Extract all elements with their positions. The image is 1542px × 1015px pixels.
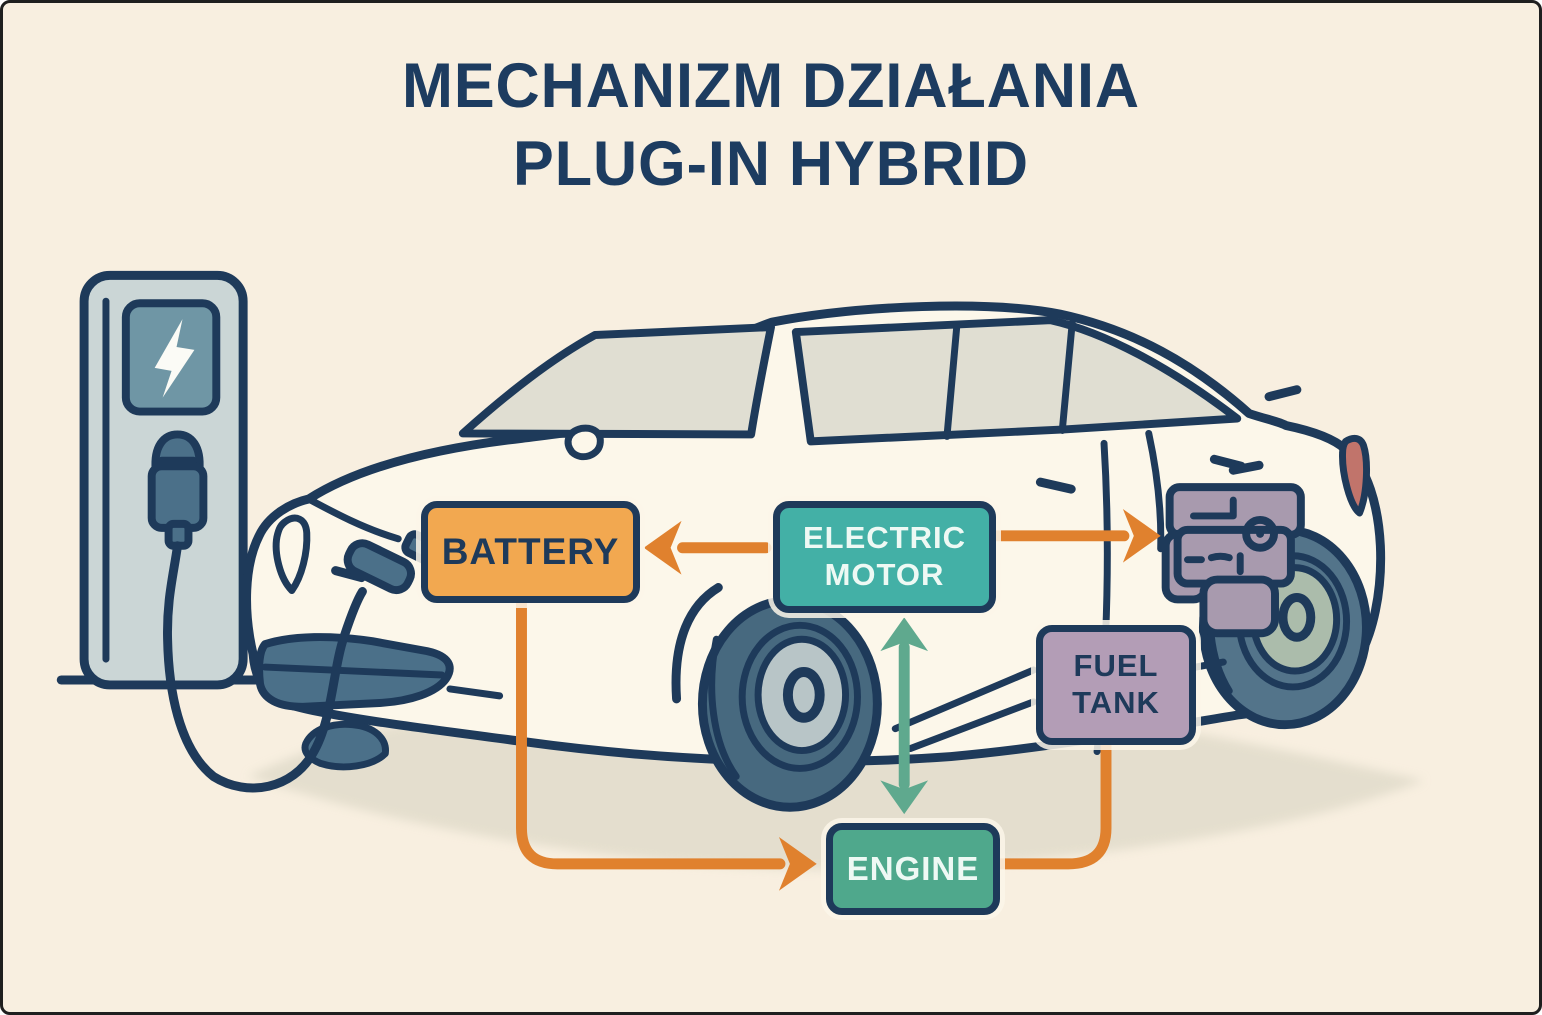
- node-fuel-tank-line1: FUEL: [1073, 648, 1159, 684]
- arrow-motor-to-wheels: [988, 508, 1161, 563]
- node-electric-motor: ELECTRIC MOTOR: [773, 501, 996, 613]
- station-plug-holster: [147, 430, 208, 550]
- title-line-2: PLUG-IN HYBRID: [512, 129, 1030, 200]
- node-electric-motor-line1: ELECTRIC: [803, 520, 966, 556]
- page-title: MECHANIZM DZIAŁANIA PLUG-IN HYBRID: [26, 47, 1516, 203]
- node-battery-label: BATTERY: [441, 531, 620, 572]
- hood-crease: [305, 495, 402, 543]
- lightning-icon: [154, 319, 195, 398]
- node-engine-label: ENGINE: [846, 850, 980, 887]
- node-battery: BATTERY: [421, 501, 640, 603]
- title-line-1: MECHANIZM DZIAŁANIA: [401, 51, 1141, 121]
- door-handles: [331, 385, 1302, 583]
- front-wheel-arch: [671, 583, 723, 704]
- arrow-motor-to-battery: [643, 520, 772, 575]
- node-fuel-tank-line2: TANK: [1072, 685, 1160, 720]
- charging-station: [56, 270, 343, 690]
- arrow-battery-to-engine: [516, 594, 817, 891]
- window-pillar-lines: [943, 319, 1076, 440]
- headlight: [272, 514, 311, 594]
- battery-pack-illustration: [255, 633, 504, 771]
- windshield: [458, 323, 775, 439]
- engine-block-illustration: [1161, 460, 1305, 638]
- node-electric-motor-line2: MOTOR: [824, 557, 945, 592]
- taillight: [1339, 434, 1370, 517]
- arrow-motor-engine-bidirectional: [880, 617, 929, 815]
- line-fueltank-to-engine: [991, 737, 1112, 870]
- node-engine: ENGINE: [826, 823, 1000, 915]
- node-fuel-tank: FUEL TANK: [1036, 625, 1196, 745]
- side-window: [791, 316, 1242, 446]
- side-mirror: [564, 424, 604, 461]
